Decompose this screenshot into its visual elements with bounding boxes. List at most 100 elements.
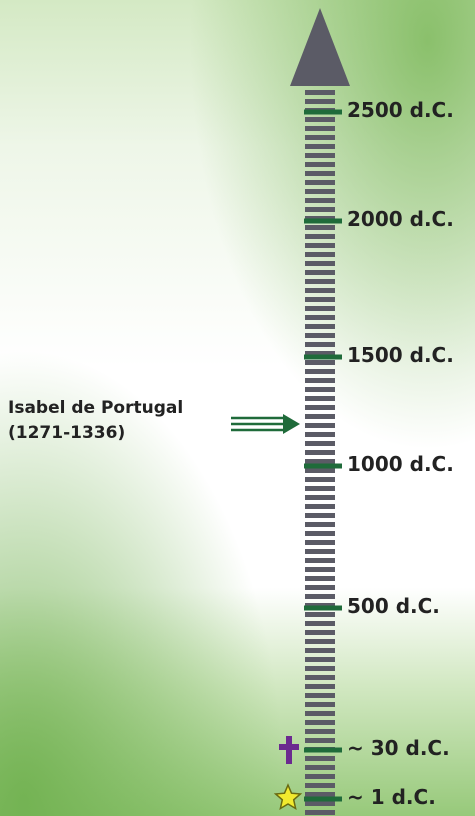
axis-stripe [305, 666, 335, 671]
tick-label-1000: 1000 d.C. [347, 452, 454, 476]
axis-stripe [305, 117, 335, 122]
axis-stripe [305, 684, 335, 689]
axis-stripe [305, 783, 335, 788]
axis-stripe [305, 189, 335, 194]
axis-stripe [305, 126, 335, 131]
axis-stripe [305, 468, 335, 473]
axis-stripe [305, 558, 335, 563]
axis-stripe [305, 738, 335, 743]
axis-stripe [305, 765, 335, 770]
axis-stripe [305, 234, 335, 239]
axis-stripe [305, 450, 335, 455]
axis-stripe [305, 171, 335, 176]
person-dates: (1271-1336) [8, 422, 126, 443]
axis-stripe [305, 621, 335, 626]
tick-label-30: ~ 30 d.C. [347, 736, 450, 760]
tick-mark-1000 [304, 463, 342, 469]
axis-stripe [305, 432, 335, 437]
axis-stripe [305, 729, 335, 734]
axis-stripe [305, 396, 335, 401]
axis-stripe [305, 297, 335, 302]
person-label: Isabel de Portugal (1271-1336) [8, 396, 183, 445]
axis-stripe [305, 810, 335, 815]
axis-stripe [305, 153, 335, 158]
axis-stripe [305, 612, 335, 617]
tick-label-500: 500 d.C. [347, 594, 440, 618]
axis-stripe [305, 324, 335, 329]
axis-stripe [305, 378, 335, 383]
axis-stripe [305, 261, 335, 266]
axis-stripe [305, 180, 335, 185]
axis-stripe [305, 531, 335, 536]
axis-stripe [305, 675, 335, 680]
axis-stripe [305, 315, 335, 320]
axis-stripe [305, 135, 335, 140]
tick-label-2500: 2500 d.C. [347, 98, 454, 122]
axis-stripe [305, 567, 335, 572]
axis-stripe [305, 630, 335, 635]
pointer-arrow [231, 414, 300, 434]
axis-stripe [305, 648, 335, 653]
axis-stripe [305, 333, 335, 338]
axis-stripe [305, 279, 335, 284]
axis-stripe [305, 288, 335, 293]
person-name: Isabel de Portugal [8, 398, 184, 418]
axis-stripe [305, 387, 335, 392]
axis-stripe [305, 504, 335, 509]
tick-mark-500 [304, 605, 342, 611]
axis-stripe [305, 549, 335, 554]
star-icon [273, 783, 303, 811]
tick-label-1: ~ 1 d.C. [347, 785, 436, 809]
axis-stripe [305, 90, 335, 95]
axis-stripe [305, 639, 335, 644]
tick-mark-1 [304, 796, 342, 802]
axis-stripe [305, 486, 335, 491]
axis-stripe [305, 405, 335, 410]
axis-arrowhead [290, 8, 350, 86]
axis-stripe [305, 243, 335, 248]
tick-mark-30 [304, 747, 342, 753]
tick-mark-2000 [304, 218, 342, 224]
axis-stripe [305, 369, 335, 374]
axis-stripe [305, 360, 335, 365]
axis-stripe [305, 495, 335, 500]
axis-stripe [305, 252, 335, 257]
axis-stripe [305, 144, 335, 149]
axis-stripe [305, 198, 335, 203]
tick-label-1500: 1500 d.C. [347, 343, 454, 367]
axis-stripe [305, 657, 335, 662]
axis-stripe [305, 585, 335, 590]
axis-stripe [305, 711, 335, 716]
axis-stripe [305, 162, 335, 167]
tick-mark-2500 [304, 109, 342, 115]
axis-stripe [305, 306, 335, 311]
axis-stripe [305, 477, 335, 482]
tick-mark-1500 [304, 354, 342, 360]
axis-stripe [305, 594, 335, 599]
axis-stripe [305, 792, 335, 797]
axis-stripe [305, 414, 335, 419]
cross-icon [279, 736, 299, 764]
axis-stripe [305, 459, 335, 464]
axis-stripe [305, 540, 335, 545]
axis-stripe [305, 270, 335, 275]
axis-stripe [305, 207, 335, 212]
axis-stripe [305, 441, 335, 446]
timeline-ticks [304, 109, 342, 802]
axis-stripe [305, 702, 335, 707]
axis-stripe [305, 576, 335, 581]
axis-stripe [305, 522, 335, 527]
axis-stripe [305, 99, 335, 104]
axis-stripe [305, 342, 335, 347]
axis-stripe [305, 225, 335, 230]
axis-stripe [305, 720, 335, 725]
axis-stripe [305, 774, 335, 779]
axis-stripe [305, 693, 335, 698]
timeline-axis [305, 90, 335, 815]
axis-stripe [305, 513, 335, 518]
axis-stripe [305, 423, 335, 428]
axis-stripe [305, 756, 335, 761]
axis-stripe [305, 351, 335, 356]
